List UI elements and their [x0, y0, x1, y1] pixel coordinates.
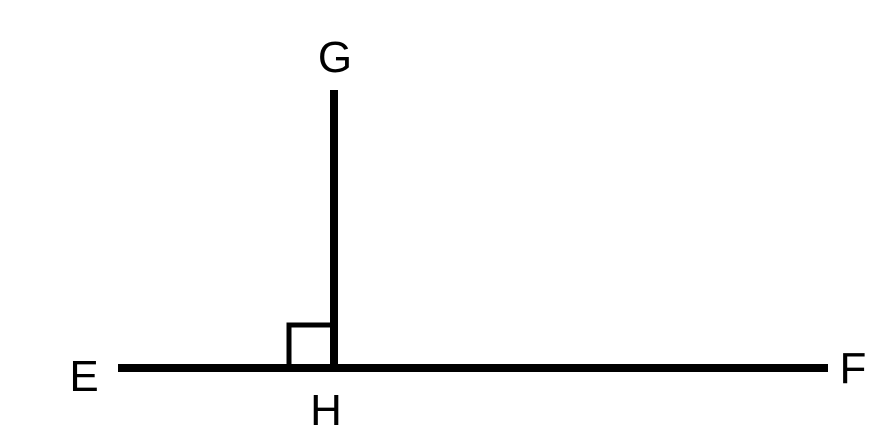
- point-label-h: H: [310, 386, 342, 435]
- point-label-g: G: [318, 33, 352, 82]
- point-label-e: E: [69, 352, 98, 401]
- right-angle-marker: [286, 322, 332, 366]
- point-label-f: F: [840, 344, 867, 393]
